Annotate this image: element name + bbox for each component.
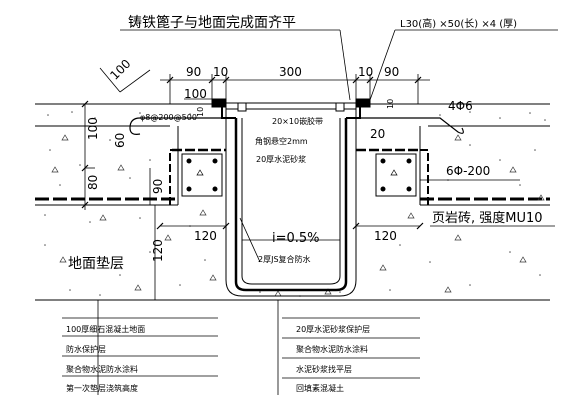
legend-left-item: 聚合物水泥防水涂料 [66, 364, 138, 374]
legend-left-item: 100厚细石混凝土地面 [66, 324, 145, 334]
dim-100-vert: 100 [86, 117, 100, 140]
legend-right: 20厚水泥砂浆保护层 聚合物水泥防水涂料 水泥砂浆找平层 回填素混凝土 [296, 324, 370, 393]
dim-10-small: 10 [196, 107, 205, 117]
concrete-hatch [44, 111, 546, 297]
dim-10-left: 10 [213, 65, 228, 79]
concrete-hatch-triangles [51, 134, 545, 297]
dim-100-diag: 100 [107, 57, 133, 83]
cast-iron-grate [211, 98, 371, 119]
dim-20: 20 [370, 127, 385, 141]
dim-100-top: 100 [184, 87, 207, 101]
rebar-spacing-label: φ8@200@500 [140, 113, 197, 122]
legend-left-item: 第一次垫层浇筑高度 [66, 383, 138, 393]
dim-90-left: 90 [186, 65, 201, 79]
rebar-6phi200-label: 6Φ-200 [446, 164, 490, 178]
rebar-4phi6-label: 4Φ6 [448, 99, 473, 113]
dimension-ticks [81, 76, 424, 230]
dim-90-right: 90 [384, 65, 399, 79]
channel-body [169, 104, 429, 297]
dimension-lines [62, 29, 558, 395]
legend-right-item: 聚合物水泥防水涂料 [296, 344, 368, 354]
ground-cushion-label: 地面垫层 [68, 256, 124, 272]
sealant-label: 20×10嵌胶带 [272, 116, 323, 126]
angle-steel-label: 角钢悬空2mm [255, 136, 308, 146]
dim-120-left: 120 [194, 229, 217, 243]
angle-spec-label: L30(高) ×50(长) ×4 (厚) [400, 17, 517, 30]
mortar-20-label: 20厚水泥砂浆 [256, 154, 306, 164]
legend-right-item: 20厚水泥砂浆保护层 [296, 324, 370, 334]
beam-right [375, 153, 417, 197]
dim-10-right: 10 [358, 65, 373, 79]
slope-label: i=0.5% [272, 231, 320, 246]
shale-brick-label: 页岩砖, 强度MU10 [432, 210, 543, 226]
legend-left: 100厚细石混凝土地面 防水保护层 聚合物水泥防水涂料 第一次垫层浇筑高度 [66, 324, 145, 393]
dim-300: 300 [279, 65, 302, 79]
dim-90-vert: 90 [151, 179, 165, 194]
dim-80: 80 [86, 175, 100, 190]
legend-left-item: 防水保护层 [66, 344, 106, 354]
drawing-title: 铸铁篦子与地面完成面齐平 [128, 15, 296, 31]
legend-right-item: 回填素混凝土 [296, 383, 344, 393]
dim-120-vert: 120 [151, 239, 165, 262]
js-waterproof-label: 2厚JS复合防水 [258, 254, 311, 264]
floor-layers [35, 103, 550, 301]
anchor-rebars [129, 117, 464, 135]
legend-right-item: 水泥砂浆找平层 [296, 364, 352, 374]
dim-60: 60 [113, 133, 127, 148]
dim-120-right: 120 [374, 229, 397, 243]
dim-10-vert-right: 10 [386, 99, 395, 109]
beam-left [181, 153, 223, 197]
